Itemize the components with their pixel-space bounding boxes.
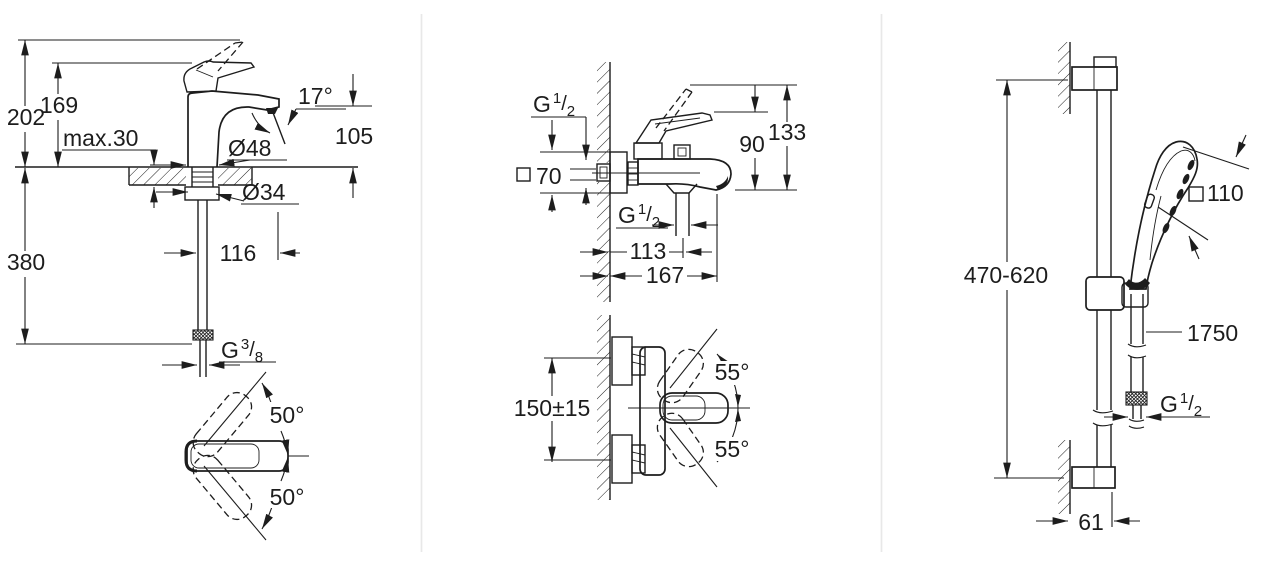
square-symbol-icon — [516, 167, 531, 182]
bottom-bracket — [1071, 466, 1116, 489]
wall-section-bottom — [1058, 440, 1071, 514]
dim-169-label: 169 — [40, 92, 78, 118]
dim-113-label: 113 — [630, 238, 667, 264]
dim-70-label: 70 — [536, 163, 562, 189]
dim-d34-label: Ø34 — [242, 179, 286, 205]
spray-angle-drawing — [251, 108, 346, 145]
mixer-body — [639, 346, 666, 476]
handle-swivel-drawing — [184, 371, 309, 541]
dim-116-label: 116 — [220, 240, 257, 266]
escutcheon — [609, 151, 628, 194]
lever-raised-dashed — [655, 88, 693, 132]
hose-nut — [1125, 391, 1148, 406]
dim-133-label: 133 — [768, 119, 806, 145]
shower-rail — [1071, 56, 1118, 489]
dim-17deg-label: 17° — [298, 83, 333, 109]
dim-150-label: 150±15 — [514, 395, 591, 421]
dim-61-label: 61 — [1078, 509, 1104, 535]
spray-nozzles — [1162, 159, 1195, 234]
square-symbol-icon — [1188, 186, 1204, 202]
counter-deck — [15, 166, 358, 186]
swivel-55-lower-label: 55° — [715, 436, 750, 462]
dim-max30-label: max.30 — [63, 125, 138, 151]
faucet-outline — [183, 41, 280, 377]
hose-nut — [192, 329, 214, 341]
dim-1750-label: 1750 — [1187, 320, 1238, 346]
shower-button — [1143, 193, 1156, 209]
wall-section-top — [597, 315, 611, 500]
mounting-nut — [184, 186, 220, 201]
mixer-top-view — [544, 328, 750, 488]
dim-470-620-label: 470-620 — [964, 262, 1048, 288]
dim-90-label: 90 — [739, 131, 765, 157]
hose-cone — [1125, 278, 1150, 290]
dim-202-label: 202 — [7, 104, 45, 130]
swivel-50-upper-label: 50° — [270, 402, 305, 428]
mixer-side-view — [592, 88, 732, 236]
dim-105-label: 105 — [335, 123, 373, 149]
dim-110-label: 110 — [1207, 180, 1244, 206]
spout-tip — [716, 176, 729, 190]
dim-380-label: 380 — [7, 249, 45, 275]
wall-section-side — [595, 62, 611, 302]
swivel-50-lower-label: 50° — [270, 484, 305, 510]
dim-d48-label: Ø48 — [228, 135, 271, 161]
swivel-55-upper-label: 55° — [715, 359, 750, 385]
lever-raised-dashed — [196, 41, 244, 72]
dimension-lines — [16, 39, 372, 369]
dim-167-label: 167 — [646, 262, 684, 288]
panel-basin-faucet: 202 169 max.30 17° 105 Ø48 Ø34 380 116 G… — [4, 39, 373, 541]
diverter-knob — [673, 144, 691, 160]
lever-handle — [183, 60, 256, 93]
top-bracket — [1071, 66, 1118, 91]
union-nut — [627, 161, 639, 186]
wall-section-top — [1058, 42, 1071, 114]
shower-hose — [1125, 294, 1148, 429]
dimension-lines — [531, 84, 797, 282]
panel-bath-mixer: G1/2 70 G1/2 90 133 113 167 150±15 55° 5… — [512, 62, 808, 500]
lever-handle — [634, 112, 713, 144]
rail-end-cap — [1093, 56, 1117, 68]
hand-shower — [1125, 140, 1199, 290]
cartridge — [633, 142, 663, 160]
